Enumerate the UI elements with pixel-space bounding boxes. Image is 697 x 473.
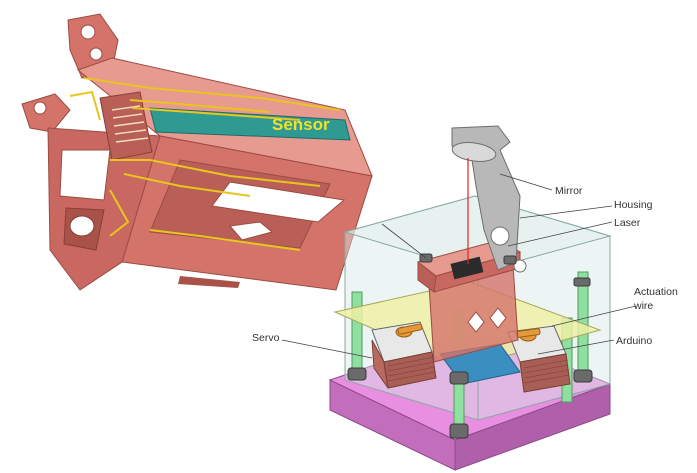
actuation-label-line1: Actuation xyxy=(634,286,678,298)
sensor-assembly-render: Sensor xyxy=(21,13,373,291)
laser-pointer-leader xyxy=(381,223,427,259)
mirror-label: Mirror xyxy=(555,185,583,197)
laser-leader xyxy=(507,221,613,247)
housing-leader xyxy=(519,205,613,219)
mirror-device-render xyxy=(328,125,612,471)
callouts xyxy=(281,173,637,359)
laser-label: Laser xyxy=(614,217,641,229)
actuation-wire-leader xyxy=(551,305,637,327)
servo-right xyxy=(507,325,571,393)
arduino-label: Arduino xyxy=(616,335,652,347)
mirror-leader xyxy=(499,173,553,191)
servo-label: Servo xyxy=(252,332,280,344)
sensor-label: Sensor xyxy=(272,115,330,134)
housing-label: Housing xyxy=(614,199,653,211)
arduino-leader xyxy=(537,339,615,355)
servo-leader xyxy=(281,339,373,359)
servo-left xyxy=(371,321,437,389)
actuation-label-line2: wire xyxy=(633,300,653,312)
